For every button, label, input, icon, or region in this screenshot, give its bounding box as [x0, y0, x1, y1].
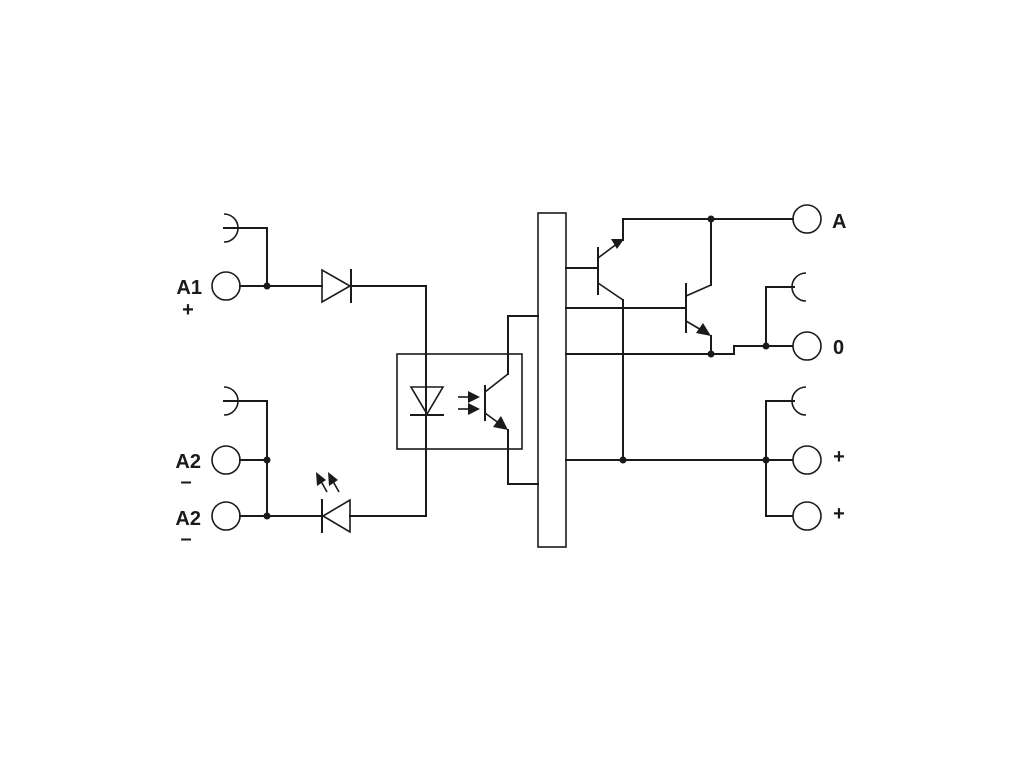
input-diode [321, 268, 352, 304]
terminal-a2-lower-label: A2 [175, 508, 201, 530]
output-a-rail [622, 215, 794, 286]
terminal-a2-lower[interactable] [211, 501, 241, 531]
terminal-out-a-label: A [832, 211, 846, 233]
a1-input-wire [239, 282, 427, 517]
isolation-barrier [537, 212, 567, 548]
optocoupler [396, 353, 523, 450]
terminal-a1-polarity: + [182, 299, 194, 321]
status-led [316, 472, 351, 534]
terminal-out-a[interactable] [792, 204, 822, 234]
terminal-a2-upper[interactable] [211, 445, 241, 475]
output-transistor-driver [565, 239, 624, 461]
terminal-supply-1-label: + [833, 446, 845, 468]
output-0-rail [565, 272, 807, 358]
terminal-supply-2-label: + [833, 503, 845, 525]
supply-rail [565, 386, 807, 517]
terminal-a2-lower-polarity: – [180, 528, 191, 550]
a1-bridge-contact [223, 213, 268, 287]
terminal-out-0[interactable] [792, 331, 822, 361]
terminal-a2-upper-polarity: – [180, 471, 191, 493]
terminal-supply-2[interactable] [792, 501, 822, 531]
terminal-a1[interactable] [211, 271, 241, 301]
output-transistor-power [565, 283, 712, 355]
terminal-out-0-label: 0 [833, 337, 844, 359]
terminal-a1-label: A1 [176, 277, 202, 299]
optocoupler-leads [507, 315, 539, 485]
terminal-a2-upper-label: A2 [175, 451, 201, 473]
terminal-supply-1[interactable] [792, 445, 822, 475]
